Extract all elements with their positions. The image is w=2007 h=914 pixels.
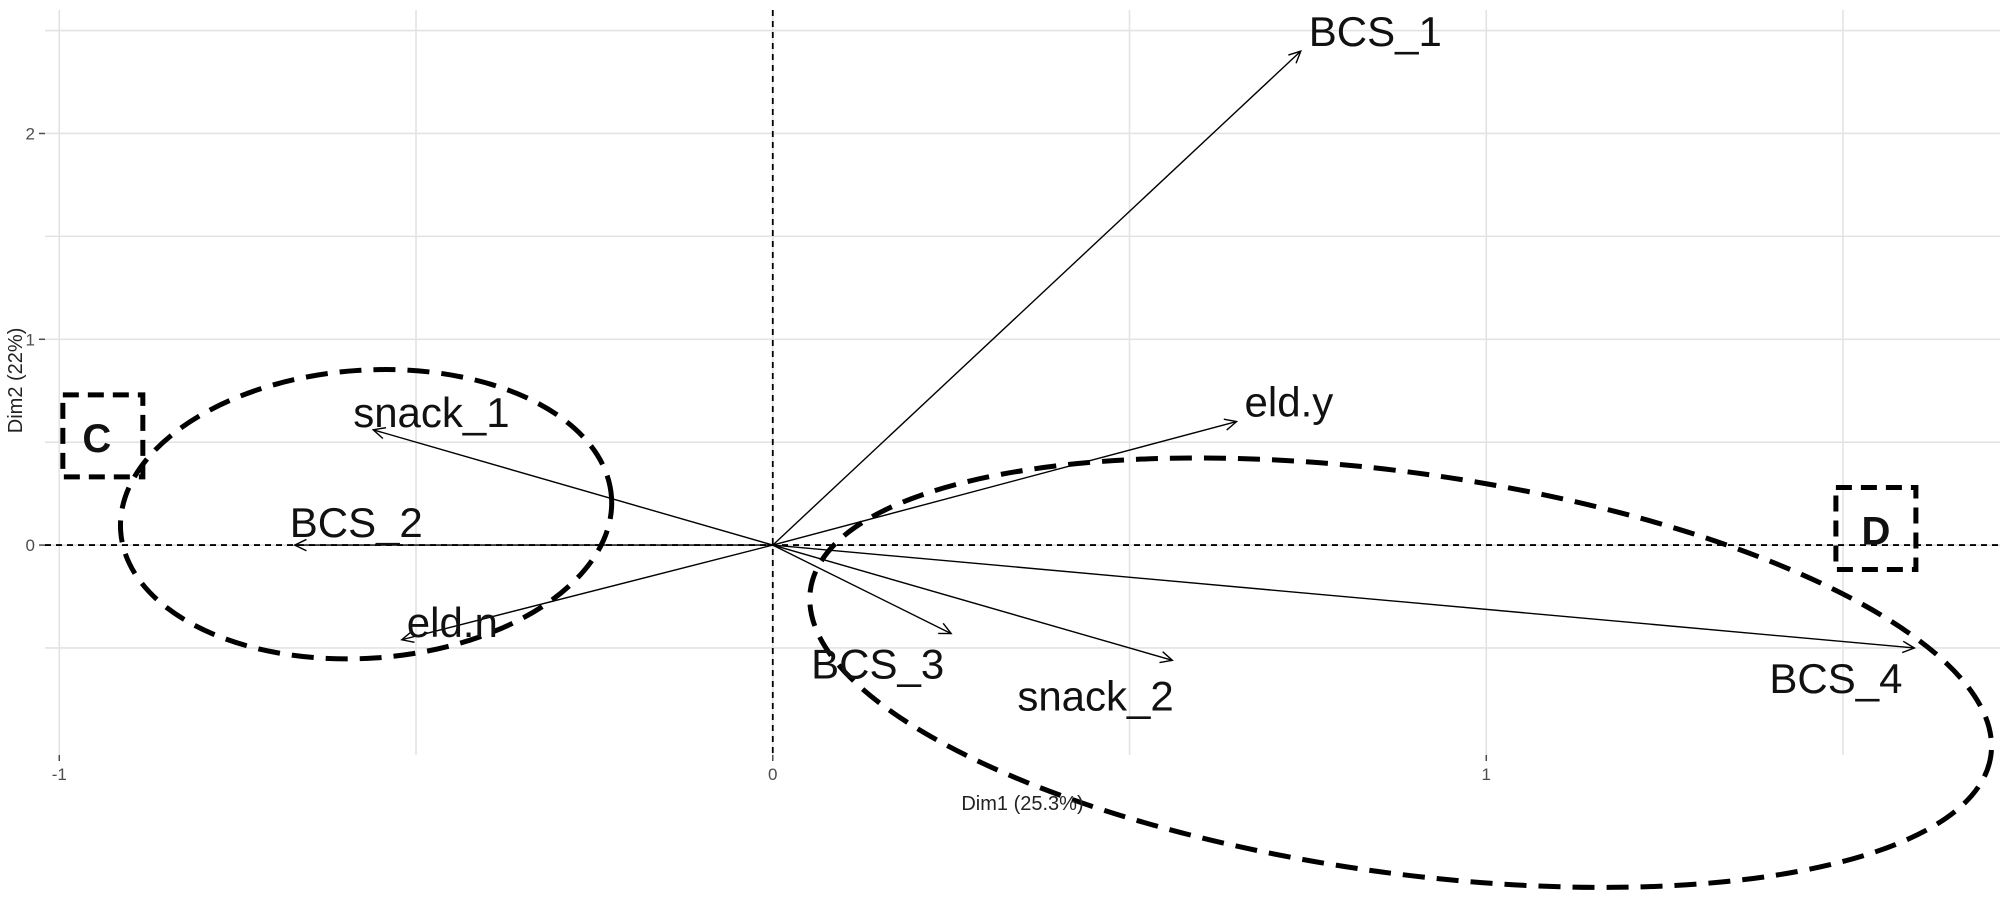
grid (45, 10, 2000, 755)
arrow-eld-n (401, 544, 773, 641)
arrowhead-eld-n (400, 630, 415, 644)
group-c-box (60, 392, 146, 480)
label-bcs-2: BCS_2 (290, 499, 423, 546)
group-d-box (1833, 484, 1919, 572)
x-tick-label: 1 (1482, 765, 1491, 784)
arrowhead-bcs-2 (293, 538, 307, 552)
zero-lines (45, 10, 2000, 755)
axis-ticks: -1 0 1 0 1 2 (26, 124, 1491, 784)
group-c-label: C (82, 417, 111, 461)
arrow-bcs-4 (772, 544, 1915, 649)
label-snack-2: snack_2 (1017, 672, 1173, 719)
y-tick-label: 2 (26, 124, 35, 143)
arrow-bcs-3 (772, 544, 952, 635)
arrow-snack-1 (373, 429, 773, 546)
group-d-label: D (1861, 509, 1890, 553)
group-c-ellipse (117, 367, 615, 662)
y-axis-title: Dim2 (22%) (5, 328, 27, 434)
arrowhead-snack-2 (1159, 651, 1174, 664)
x-axis-title: Dim1 (25.3%) (961, 793, 1083, 815)
y-tick-label: 1 (26, 330, 35, 349)
y-tick-label: 0 (26, 536, 35, 555)
arrowhead-bcs-4 (1901, 640, 1916, 654)
arrow-bcs-1 (772, 50, 1302, 546)
variable-arrows (293, 50, 1916, 664)
arrowhead-snack-1 (371, 426, 387, 440)
arrow-eld-y (772, 420, 1237, 546)
label-bcs-1: BCS_1 (1309, 8, 1442, 55)
x-tick-label: -1 (52, 765, 67, 784)
arrow-snack-2 (772, 544, 1173, 662)
arrowhead-eld-y (1223, 418, 1239, 431)
label-bcs-4: BCS_4 (1769, 655, 1902, 702)
x-tick-label: 0 (768, 765, 777, 784)
label-eld-n: eld.n (407, 599, 498, 646)
arrowhead-bcs-1 (1288, 50, 1302, 64)
label-bcs-3: BCS_3 (811, 641, 944, 688)
label-snack-1: snack_1 (353, 389, 509, 436)
arrowhead-bcs-3 (938, 622, 953, 635)
label-eld-y: eld.y (1245, 379, 1334, 426)
group-annotations: C D (60, 367, 1995, 890)
group-d-ellipse (807, 455, 1995, 890)
